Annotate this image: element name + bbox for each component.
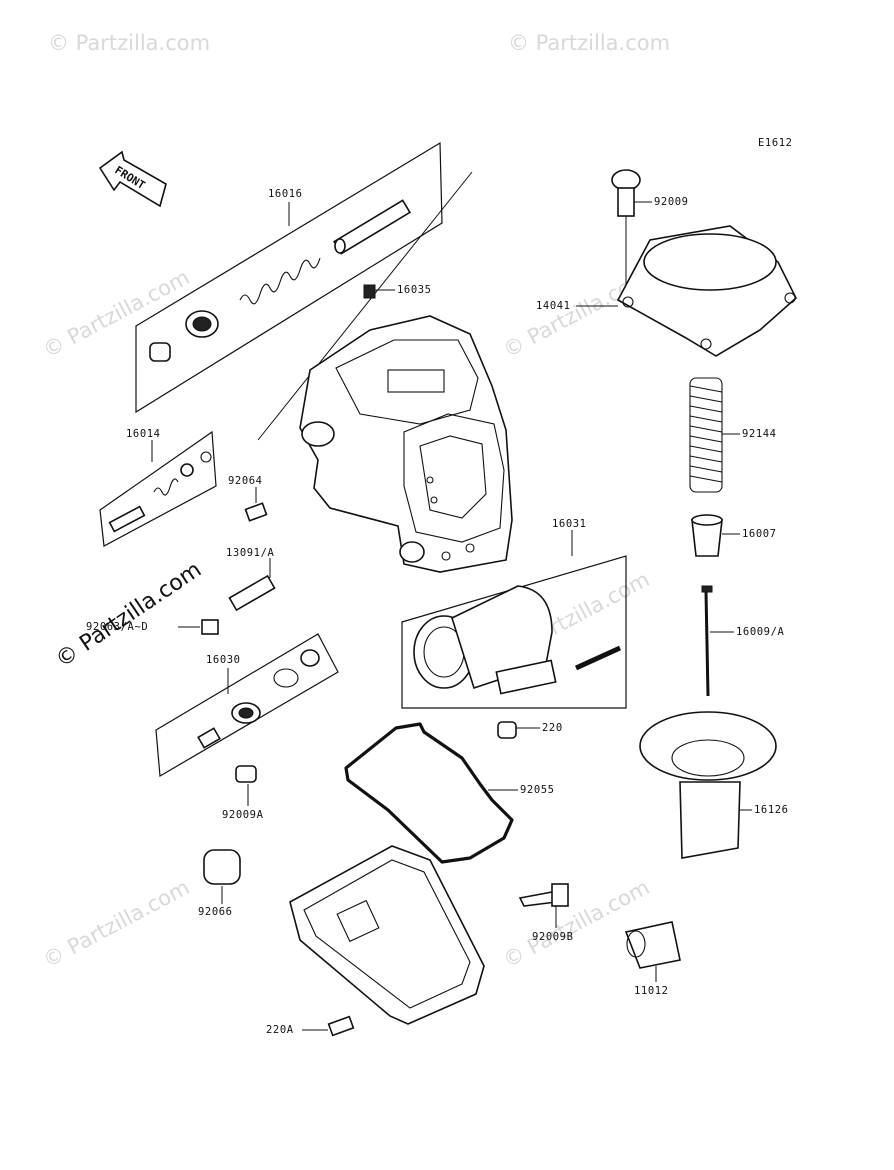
- part-16030-group: 16030: [155, 633, 339, 777]
- spring-icon: [239, 257, 321, 305]
- part-label-92009: 92009: [654, 196, 689, 208]
- part-16031-group: 16031: [401, 518, 627, 709]
- part-16014-group: 16014: [99, 428, 217, 547]
- pilot-screw-icon: [108, 505, 146, 533]
- part-label-92144: 92144: [742, 428, 777, 440]
- part-label-220: 220: [542, 722, 563, 734]
- part-label-11012: 11012: [634, 985, 669, 997]
- part-92144-group: 92144: [689, 377, 777, 493]
- part-label-14041: 14041: [536, 300, 571, 312]
- diagram-code: E1612: [758, 137, 793, 149]
- part-92055-group: 92055: [344, 722, 555, 864]
- main-jet-icon: [197, 649, 320, 749]
- float-pin-icon: [333, 199, 411, 255]
- watermark: © Partzilla.com: [508, 31, 670, 55]
- part-16016-group: 16016: [135, 141, 473, 441]
- part-label-92064: 92064: [228, 475, 263, 487]
- part-label-16016: 16016: [268, 188, 303, 200]
- part-92064-group: 92064: [228, 475, 268, 522]
- watermark: © Partzilla.com: [48, 31, 210, 55]
- part-16035-group: 16035: [363, 284, 432, 299]
- part-label-92055: 92055: [520, 784, 555, 796]
- part-label-16126: 16126: [754, 804, 789, 816]
- part-92063-group: 92063/A~D: [86, 619, 219, 635]
- part-92066-group: 92066: [198, 849, 241, 918]
- part-label-16031: 16031: [552, 518, 587, 530]
- carburetor-body-icon: [299, 315, 513, 573]
- part-label-16035: 16035: [397, 284, 432, 296]
- part-220A-group: 220A: [266, 1015, 355, 1037]
- part-label-220A: 220A: [266, 1024, 294, 1036]
- part-11012-group: 11012: [624, 921, 681, 997]
- part-label-16030: 16030: [206, 654, 241, 666]
- part-16009-group: 16009/A: [701, 585, 785, 697]
- part-label-16009: 16009/A: [736, 626, 785, 638]
- float-bowl-icon: [289, 845, 485, 1025]
- part-14041-group: 14041: [536, 225, 797, 357]
- part-92009A-group: 92009A: [222, 765, 264, 821]
- watermark: © Partzilla.com: [39, 875, 193, 972]
- partzilla-watermark: © Partzilla.com: [51, 557, 206, 673]
- part-label-92063: 92063/A~D: [86, 621, 148, 633]
- part-label-92066: 92066: [198, 906, 233, 918]
- part-16007-group: 16007: [691, 514, 777, 557]
- front-arrow-icon: FRONT: [98, 150, 167, 208]
- part-92009B-group: 92009B: [518, 883, 574, 943]
- cap-icon: [149, 342, 171, 362]
- part-label-16014: 16014: [126, 428, 161, 440]
- valve-seat-icon: [185, 310, 219, 338]
- part-label-16007: 16007: [742, 528, 777, 540]
- watermark: © Partzilla.com: [499, 875, 653, 972]
- part-label-13091: 13091/A: [226, 547, 275, 559]
- part-16126-group: 16126: [639, 711, 789, 859]
- part-220-group: 220: [497, 721, 563, 739]
- part-92009-group: 92009: [611, 169, 689, 298]
- part-13091-group: 13091/A: [226, 547, 276, 612]
- part-label-92009A: 92009A: [222, 809, 264, 821]
- part-label-92009B: 92009B: [532, 931, 574, 943]
- float-icon: [413, 585, 622, 695]
